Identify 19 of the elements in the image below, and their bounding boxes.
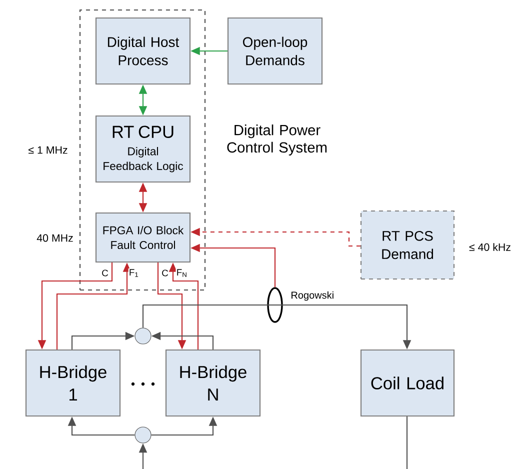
process-box: RT PCS Demand <box>360 210 455 280</box>
frequency-label: 40 MHz <box>36 234 73 242</box>
node-caption: Rogowski <box>292 291 334 301</box>
frequency-label: ≤ 1 MHz <box>28 146 68 154</box>
edge-label: F$_{1}$ <box>128 268 140 278</box>
summing-junction <box>134 426 152 444</box>
process-box: Coil Load <box>360 349 455 417</box>
edge-label: C <box>100 269 110 277</box>
edge-label: C <box>160 269 170 277</box>
process-box: H-Bridge 1 <box>25 349 121 417</box>
process-box: RT CPU Digital Feedback Logic <box>95 115 191 183</box>
edge-label: F$_{N}$ <box>176 268 188 278</box>
frequency-label: ≤ 40 kHz <box>469 243 510 251</box>
summing-junction <box>134 328 152 344</box>
process-box: Digital Host Process <box>95 17 191 85</box>
process-box: H-Bridge N <box>165 349 261 417</box>
process-box: FPGA I/O Block Fault Control <box>95 212 191 263</box>
process-box: Open-loop Demands <box>227 17 323 85</box>
frame-title: Digital Power Control System <box>227 124 327 156</box>
